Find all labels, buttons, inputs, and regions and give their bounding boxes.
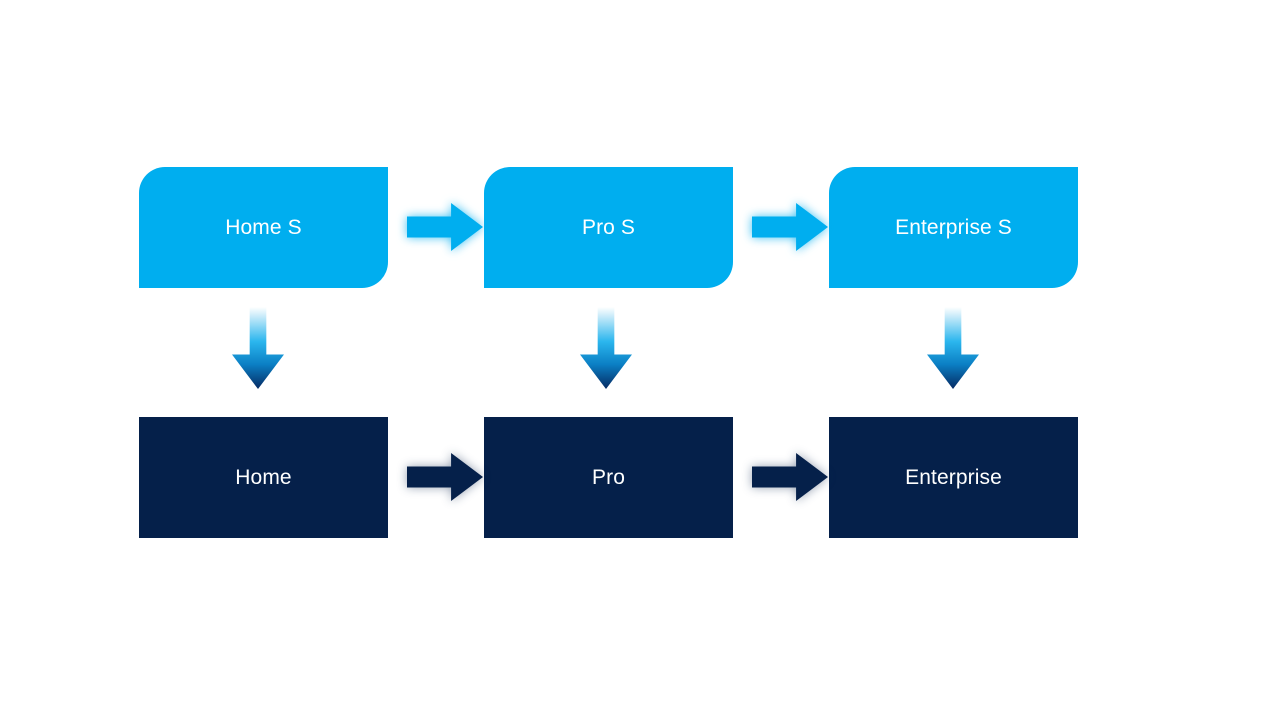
node-pro-s[interactable]: Pro S — [484, 167, 733, 288]
node-enterprise[interactable]: Enterprise — [829, 417, 1078, 538]
connector-home-s-to-home-arrow-down-icon — [232, 307, 284, 389]
node-label-enterprise-s: Enterprise S — [895, 215, 1012, 239]
connector-pro-s-to-pro-arrow-down-icon — [580, 307, 632, 389]
connector-home-s-to-pro-s-arrow-right-icon — [407, 203, 483, 251]
arrow-down-icon — [232, 307, 284, 389]
node-label-home-s: Home S — [225, 215, 302, 239]
arrow-down-icon — [927, 307, 979, 389]
connector-pro-to-enterprise-arrow-right-icon — [752, 453, 828, 501]
arrow-right-icon — [407, 203, 483, 251]
node-enterprise-s[interactable]: Enterprise S — [829, 167, 1078, 288]
node-label-home: Home — [235, 465, 292, 489]
node-label-enterprise: Enterprise — [905, 465, 1002, 489]
arrow-right-icon — [407, 453, 483, 501]
arrow-down-icon — [580, 307, 632, 389]
arrow-right-icon — [752, 203, 828, 251]
node-pro[interactable]: Pro — [484, 417, 733, 538]
node-home[interactable]: Home — [139, 417, 388, 538]
connector-enterprise-s-to-enterprise-arrow-down-icon — [927, 307, 979, 389]
node-home-s[interactable]: Home S — [139, 167, 388, 288]
connector-pro-s-to-enterprise-s-arrow-right-icon — [752, 203, 828, 251]
node-label-pro: Pro — [592, 465, 625, 489]
node-label-pro-s: Pro S — [581, 215, 636, 239]
connector-home-to-pro-arrow-right-icon — [407, 453, 483, 501]
arrow-right-icon — [752, 453, 828, 501]
